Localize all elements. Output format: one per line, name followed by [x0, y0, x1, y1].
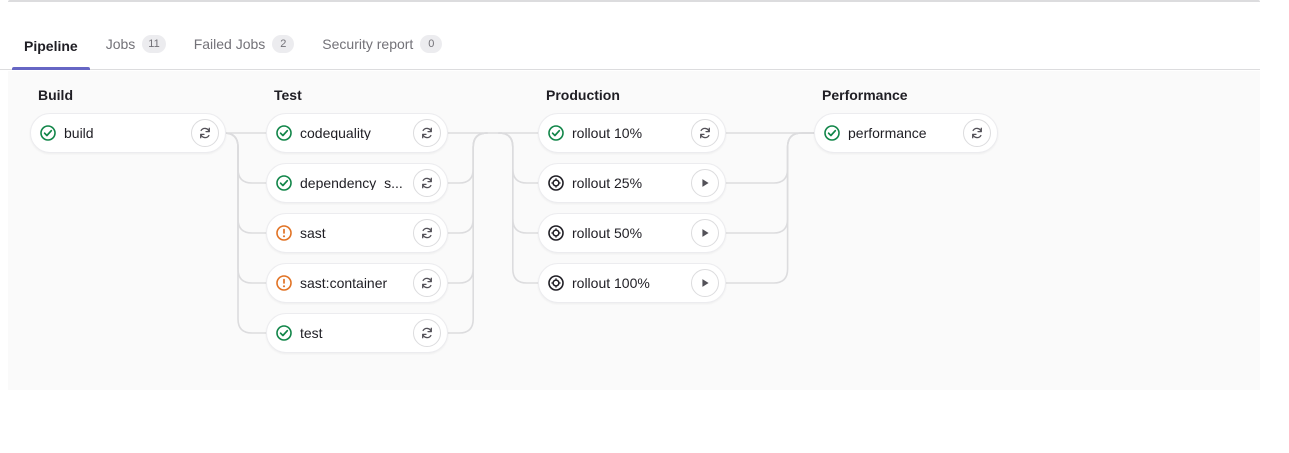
- status-success-icon: [40, 125, 56, 141]
- stage-job-list: codequality dependency_s...sast sast:conta…: [266, 113, 448, 363]
- retry-icon[interactable]: [413, 119, 441, 147]
- tab-count-badge: 11: [142, 35, 166, 53]
- job-pill[interactable]: rollout 25%: [538, 163, 726, 203]
- job-link[interactable]: rollout 100%: [548, 275, 685, 291]
- job-name: sast:container: [300, 276, 388, 290]
- job-link[interactable]: sast:container: [276, 275, 407, 291]
- stage-job-list: rollout 10% rollout 25% rollout 50% rollout…: [538, 113, 726, 313]
- tab-pipeline[interactable]: Pipeline: [10, 38, 92, 70]
- job-link[interactable]: performance: [824, 125, 957, 141]
- job-pill[interactable]: rollout 50%: [538, 213, 726, 253]
- tab-label: Security report: [322, 36, 414, 52]
- status-manual-icon: [548, 225, 564, 241]
- tab-count-badge: 0: [420, 35, 443, 53]
- status-manual-icon: [548, 275, 564, 291]
- job-link[interactable]: test: [276, 325, 407, 341]
- play-icon[interactable]: [691, 219, 719, 247]
- status-warning-icon: [276, 275, 292, 291]
- status-success-icon: [276, 125, 292, 141]
- play-icon[interactable]: [691, 169, 719, 197]
- job-pill[interactable]: rollout 10%: [538, 113, 726, 153]
- job-name: sast: [300, 226, 326, 240]
- job-link[interactable]: sast: [276, 225, 407, 241]
- job-pill[interactable]: performance: [814, 113, 998, 153]
- job-link[interactable]: rollout 10%: [548, 125, 685, 141]
- status-success-icon: [276, 325, 292, 341]
- tab-label: Failed Jobs: [193, 36, 266, 52]
- job-pill[interactable]: sast:container: [266, 263, 448, 303]
- stage-title: Build: [38, 87, 73, 103]
- retry-icon[interactable]: [413, 319, 441, 347]
- tab-label: Jobs: [105, 36, 136, 52]
- play-icon[interactable]: [691, 269, 719, 297]
- job-pill[interactable]: test: [266, 313, 448, 353]
- status-warning-icon: [276, 225, 292, 241]
- tab-count-badge: 2: [272, 35, 295, 53]
- status-success-icon: [824, 125, 840, 141]
- retry-icon[interactable]: [413, 169, 441, 197]
- retry-icon[interactable]: [691, 119, 719, 147]
- job-name: build: [64, 126, 94, 140]
- job-link[interactable]: rollout 50%: [548, 225, 685, 241]
- tab-label: Pipeline: [24, 38, 78, 54]
- job-link[interactable]: rollout 25%: [548, 175, 685, 191]
- job-pill[interactable]: build: [30, 113, 226, 153]
- job-pill[interactable]: sast: [266, 213, 448, 253]
- stage-job-list: performance: [814, 113, 998, 163]
- job-pill[interactable]: codequality: [266, 113, 448, 153]
- job-name: rollout 10%: [572, 126, 643, 140]
- job-name: rollout 50%: [572, 226, 643, 240]
- retry-icon[interactable]: [413, 219, 441, 247]
- stage-title: Performance: [822, 87, 908, 103]
- job-name: dependency_s...: [300, 176, 403, 190]
- pipeline-tab-bar: Pipeline Jobs 11 Failed Jobs 2 Security repor…: [0, 2, 1260, 70]
- tab-security-report[interactable]: Security report 0: [308, 35, 456, 69]
- job-pill[interactable]: rollout 100%: [538, 263, 726, 303]
- job-link[interactable]: codequality: [276, 125, 407, 141]
- job-link[interactable]: dependency_s...: [276, 175, 407, 191]
- status-manual-icon: [548, 175, 564, 191]
- job-name: test: [300, 326, 323, 340]
- status-success-icon: [548, 125, 564, 141]
- job-name: performance: [848, 126, 927, 140]
- retry-icon[interactable]: [413, 269, 441, 297]
- pipeline-graph-canvas: Build build Test codequality dependency_s...…: [8, 71, 1260, 390]
- stage-title: Production: [546, 87, 620, 103]
- card-top-edge: [8, 0, 1260, 2]
- tab-jobs[interactable]: Jobs 11: [92, 35, 180, 69]
- retry-icon[interactable]: [963, 119, 991, 147]
- retry-icon[interactable]: [191, 119, 219, 147]
- job-pill[interactable]: dependency_s...: [266, 163, 448, 203]
- job-name: rollout 25%: [572, 176, 643, 190]
- stage-title: Test: [274, 87, 302, 103]
- job-link[interactable]: build: [40, 125, 185, 141]
- tab-failed-jobs[interactable]: Failed Jobs 2: [180, 35, 309, 69]
- job-name: codequality: [300, 126, 371, 140]
- job-name: rollout 100%: [572, 276, 650, 290]
- stage-job-list: build: [30, 113, 226, 163]
- status-success-icon: [276, 175, 292, 191]
